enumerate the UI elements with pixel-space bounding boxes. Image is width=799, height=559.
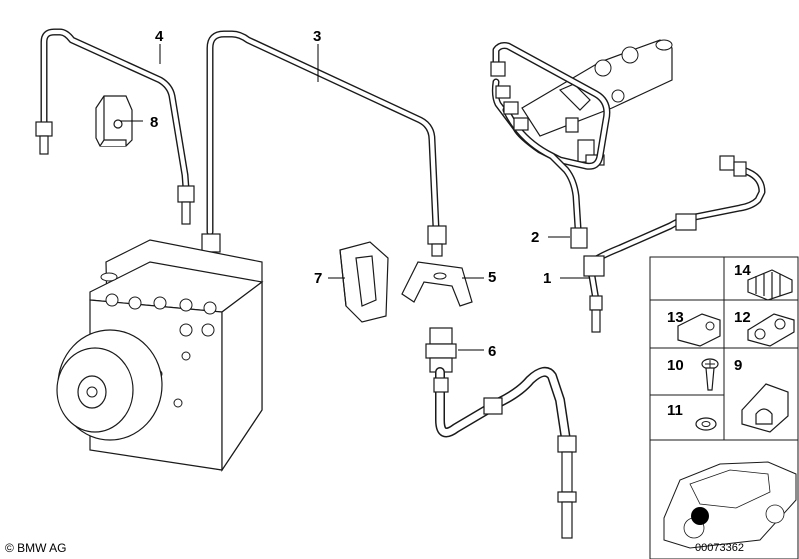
grommet-8[interactable]: [95, 95, 133, 147]
callout-3: 3: [313, 28, 321, 45]
callout-7: 7: [314, 270, 322, 287]
brake-pipe-3[interactable]: [201, 30, 447, 273]
callout-12: 12: [734, 309, 751, 326]
callout-2: 2: [531, 229, 539, 246]
clip-12[interactable]: [747, 313, 795, 347]
clip-13[interactable]: [677, 313, 721, 347]
leader-lines: [120, 44, 590, 351]
callout-8: 8: [150, 114, 158, 131]
washer-11[interactable]: [695, 417, 717, 431]
screw-10[interactable]: [701, 358, 719, 391]
master-cylinder[interactable]: [521, 39, 673, 166]
document-number: 00073362: [695, 542, 744, 554]
brake-pipe-2[interactable]: [490, 42, 611, 249]
callout-6: 6: [488, 343, 496, 360]
callout-14: 14: [734, 262, 751, 279]
brake-pipe-1[interactable]: [583, 155, 766, 333]
clip-14[interactable]: [747, 269, 793, 301]
grommet-7[interactable]: [339, 241, 389, 323]
brake-pipe-4[interactable]: [35, 28, 195, 225]
bracket-5[interactable]: [401, 261, 473, 307]
callout-10: 10: [667, 357, 684, 374]
callout-5: 5: [488, 269, 496, 286]
brake-hose-6[interactable]: [425, 327, 577, 539]
abs-hydraulic-unit[interactable]: [56, 239, 264, 472]
callout-4: 4: [155, 28, 164, 45]
vehicle-location-thumbnail: [663, 461, 797, 549]
callout-11: 11: [667, 402, 683, 419]
callout-1: 1: [543, 270, 551, 287]
clip-9[interactable]: [741, 383, 789, 433]
callout-13: 13: [667, 309, 684, 326]
callout-9: 9: [734, 357, 742, 374]
location-marker: [691, 507, 709, 525]
copyright-label: © BMW AG: [5, 541, 67, 555]
